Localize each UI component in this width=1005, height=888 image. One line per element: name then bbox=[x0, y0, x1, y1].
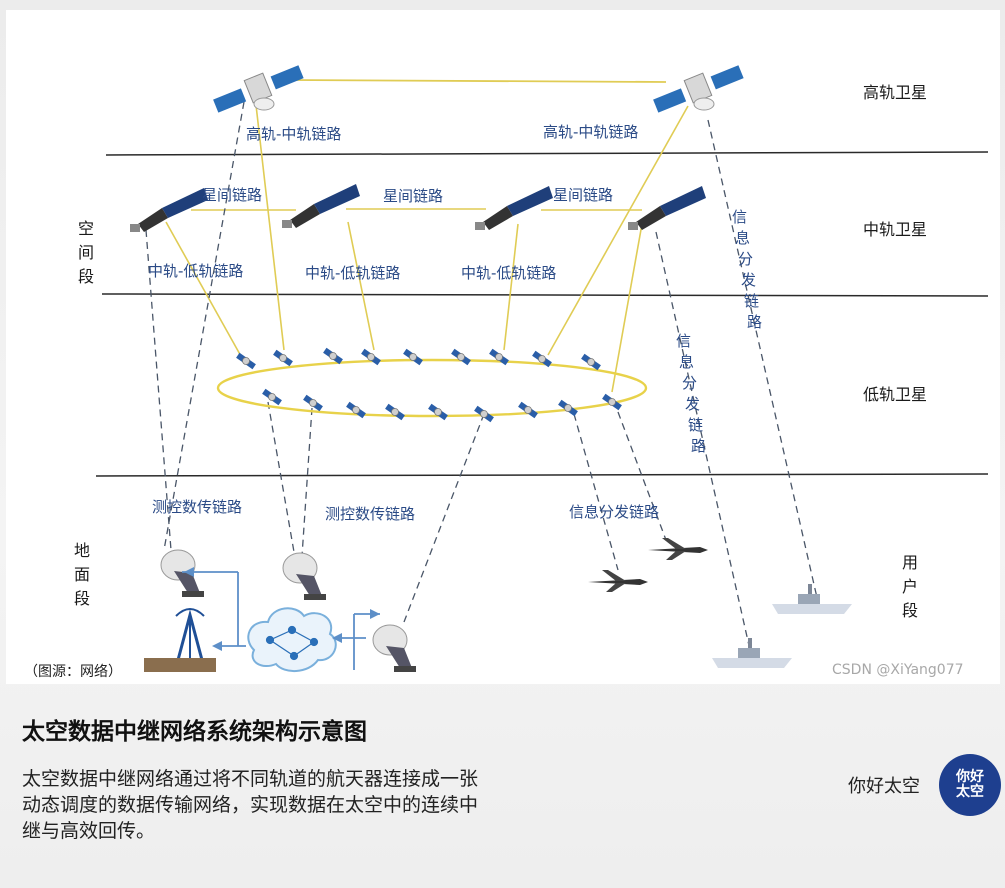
tier-label-leo: 低轨卫星 bbox=[863, 385, 927, 404]
link-label-info-dist-v2: 信息分发链路 bbox=[732, 208, 762, 331]
caption-title: 太空数据中继网络系统架构示意图 bbox=[22, 719, 367, 745]
link-label-info-dist-h: 信息分发链路 bbox=[569, 503, 659, 521]
watermark: CSDN @XiYang077 bbox=[832, 662, 964, 678]
link-label-meo-leo-3: 中轨-低轨链路 bbox=[461, 264, 556, 282]
source-note: （图源：网络） bbox=[24, 664, 122, 680]
brand-logo-text: 你好太空 bbox=[956, 769, 984, 800]
tier-label-geo: 高轨卫星 bbox=[863, 83, 927, 102]
architecture-diagram: 高轨卫星 中轨卫星 低轨卫星 空间段 地面段 用户段 高轨-中轨链路 高轨-中轨… bbox=[24, 64, 989, 680]
segment-label-ground: 地面段 bbox=[74, 541, 90, 608]
link-label-ttc-1: 测控数传链路 bbox=[152, 498, 242, 516]
caption-body: 太空数据中继网络通过将不同轨道的航天器连接成一张动态调度的数据传输网络，实现数据… bbox=[22, 768, 479, 842]
link-label-geo-meo-left: 高轨-中轨链路 bbox=[246, 125, 341, 143]
link-label-meo-leo-2: 中轨-低轨链路 bbox=[305, 264, 400, 282]
link-label-inter-sat-2: 星间链路 bbox=[383, 187, 443, 205]
brand-name: 你好太空 bbox=[848, 776, 920, 797]
segment-label-user: 用户段 bbox=[902, 553, 918, 620]
diagram-card: 高轨卫星 中轨卫星 低轨卫星 空间段 地面段 用户段 高轨-中轨链路 高轨-中轨… bbox=[6, 10, 1000, 684]
link-label-meo-leo-1: 中轨-低轨链路 bbox=[148, 262, 243, 280]
tier-label-meo: 中轨卫星 bbox=[863, 220, 927, 239]
link-label-ttc-2: 测控数传链路 bbox=[325, 505, 415, 523]
link-label-info-dist-v1: 信息分发链路 bbox=[676, 332, 706, 455]
segment-label-space: 空间段 bbox=[78, 219, 94, 286]
brand-logo: 你好太空 bbox=[939, 754, 1001, 816]
link-label-geo-meo-right: 高轨-中轨链路 bbox=[543, 123, 638, 141]
link-label-inter-sat-1: 星间链路 bbox=[202, 186, 262, 204]
link-label-inter-sat-3: 星间链路 bbox=[553, 186, 613, 204]
